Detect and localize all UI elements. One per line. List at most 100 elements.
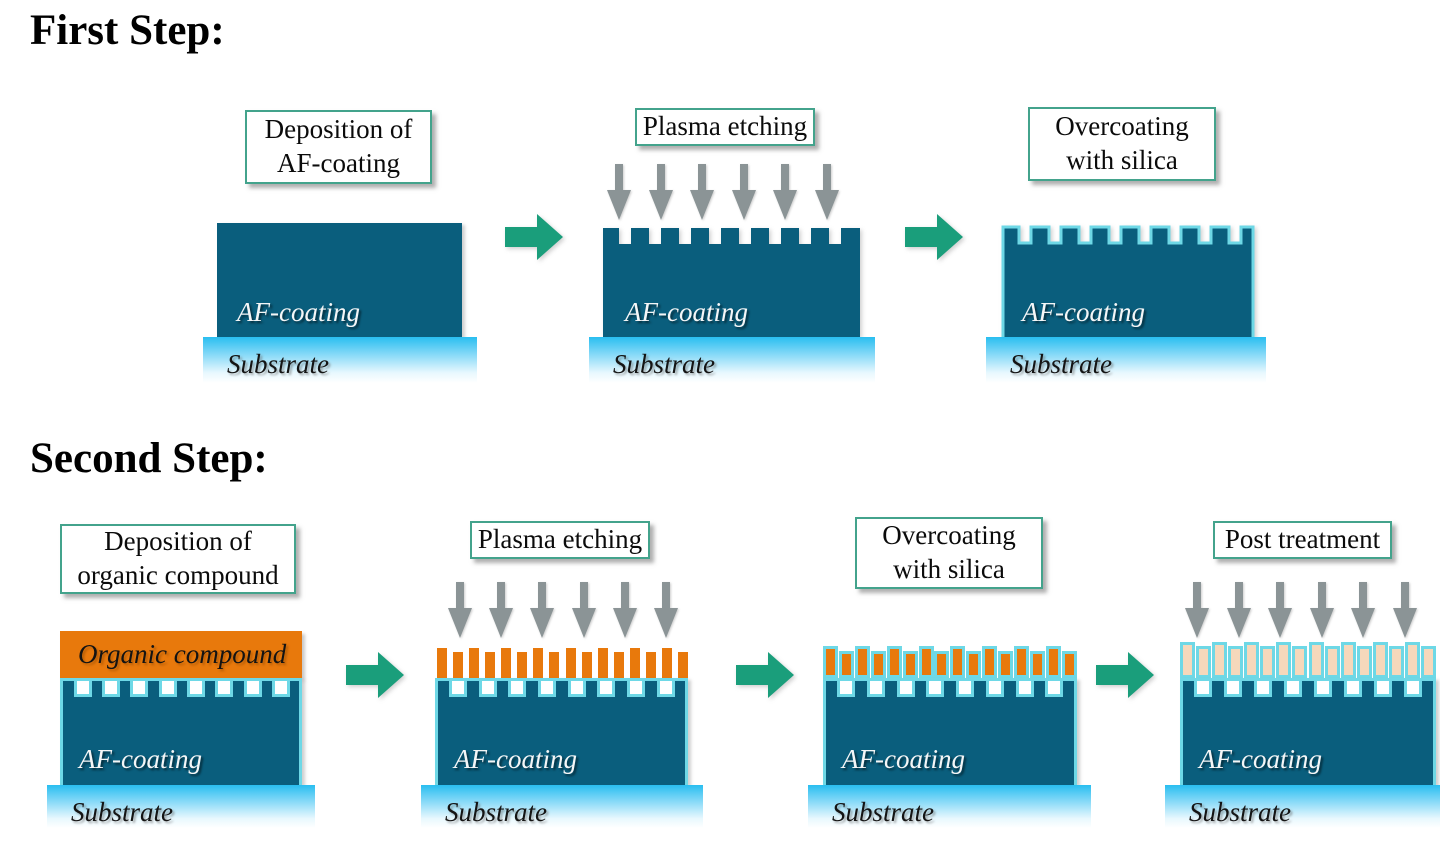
af-coating-label: AF-coating — [1022, 297, 1145, 327]
organic-pillars — [437, 648, 688, 678]
plasma-arrow-icon — [1268, 582, 1293, 638]
af-coating-label: AF-coating — [237, 297, 360, 327]
notch — [1404, 681, 1423, 697]
plasma-arrow-icon — [653, 582, 678, 638]
pillar — [1324, 646, 1340, 678]
notch — [837, 681, 856, 697]
notch — [1344, 681, 1363, 697]
pillar — [1212, 642, 1228, 678]
pillar — [485, 652, 496, 678]
pillar — [1372, 642, 1388, 678]
pillar — [1404, 642, 1420, 678]
notch — [1254, 681, 1273, 697]
plasma-arrow-icon — [1226, 582, 1251, 638]
plasma-arrow-icon — [731, 164, 756, 220]
notch — [271, 681, 290, 697]
plasma-arrow-icon — [1392, 582, 1417, 638]
pillar — [1388, 646, 1404, 678]
plasma-arrow-icon — [1351, 582, 1376, 638]
notch — [158, 681, 177, 697]
step2-heading: Second Step: — [30, 435, 268, 482]
notch — [985, 681, 1004, 697]
pillar — [1196, 646, 1212, 678]
pillar — [677, 652, 688, 678]
pillar — [1228, 646, 1244, 678]
plasma-arrow-icon — [571, 582, 596, 638]
substrate-block: Substrate — [1165, 785, 1440, 828]
pillar — [437, 648, 447, 678]
notch — [449, 681, 468, 697]
pillar — [533, 648, 544, 678]
organic-compound-layer: Organic compound — [60, 631, 302, 678]
pillar — [950, 646, 966, 678]
pillar — [1014, 646, 1030, 678]
substrate-block: Substrate — [421, 785, 703, 828]
notch — [101, 681, 120, 697]
notch — [243, 681, 262, 697]
pillar — [966, 651, 982, 678]
substrate-block: Substrate — [986, 337, 1266, 383]
step2-panel2-label-box: Plasma etching — [470, 521, 650, 559]
notch — [656, 681, 675, 697]
notch — [1224, 681, 1243, 697]
step2-panel3-label-box: Overcoating with silica — [855, 517, 1043, 589]
pillar — [1356, 646, 1372, 678]
af-coating-label: AF-coating — [625, 297, 748, 327]
notch — [1015, 681, 1034, 697]
pillar — [1045, 646, 1061, 678]
pillar — [1244, 642, 1260, 678]
silica-coated-af-block: AF-coating — [60, 678, 302, 785]
pillar — [501, 648, 512, 678]
pillar — [998, 651, 1014, 678]
substrate-label: Substrate — [227, 349, 330, 379]
substrate-label: Substrate — [832, 797, 935, 827]
af-coating-label: AF-coating — [1199, 744, 1322, 774]
substrate-label: Substrate — [1010, 349, 1113, 379]
plasma-arrow-icon — [530, 582, 555, 638]
substrate-label: Substrate — [1189, 797, 1292, 827]
silica-coated-af-block: AF-coating — [1180, 678, 1436, 785]
etched-af-coating-block — [603, 228, 860, 337]
plasma-arrow-icon — [690, 164, 715, 220]
pillar — [1061, 651, 1077, 678]
pillar — [870, 651, 886, 678]
pillar — [1308, 642, 1324, 678]
pillar — [854, 646, 870, 678]
notch — [567, 681, 586, 697]
notch — [926, 681, 945, 697]
silica-coated-af-block: AF-coating — [823, 678, 1077, 785]
substrate-label: Substrate — [71, 797, 174, 827]
post-treated-pillars — [1180, 642, 1436, 678]
step2-panel1-label-box: Deposition of organic compound — [60, 524, 296, 594]
pillar — [886, 646, 902, 678]
notch — [626, 681, 645, 697]
substrate-block: Substrate — [47, 785, 315, 828]
silica-coated-pillars — [823, 646, 1077, 678]
plasma-arrow-icon — [814, 164, 839, 220]
pillar — [1340, 642, 1356, 678]
pillar — [1260, 646, 1276, 678]
step1-heading: First Step: — [30, 7, 225, 54]
af-coating-block — [217, 223, 462, 337]
plasma-arrows — [448, 582, 678, 638]
notch — [215, 681, 234, 697]
pillar — [597, 648, 608, 678]
notch — [1194, 681, 1213, 697]
notch — [186, 681, 205, 697]
notch — [597, 681, 616, 697]
step1-panel3-label-box: Overcoating with silica — [1028, 107, 1216, 181]
pillar — [629, 648, 640, 678]
plasma-arrow-icon — [489, 582, 514, 638]
notch — [1045, 681, 1064, 697]
plasma-arrows — [607, 164, 839, 220]
pillar — [1420, 646, 1436, 678]
process-arrow-icon — [736, 652, 794, 698]
notch — [896, 681, 915, 697]
pillar — [517, 652, 528, 678]
af-coating-label: AF-coating — [842, 744, 965, 774]
pillar — [565, 648, 576, 678]
notch — [130, 681, 149, 697]
plasma-arrow-icon — [1185, 582, 1209, 638]
substrate-block: Substrate — [808, 785, 1091, 828]
